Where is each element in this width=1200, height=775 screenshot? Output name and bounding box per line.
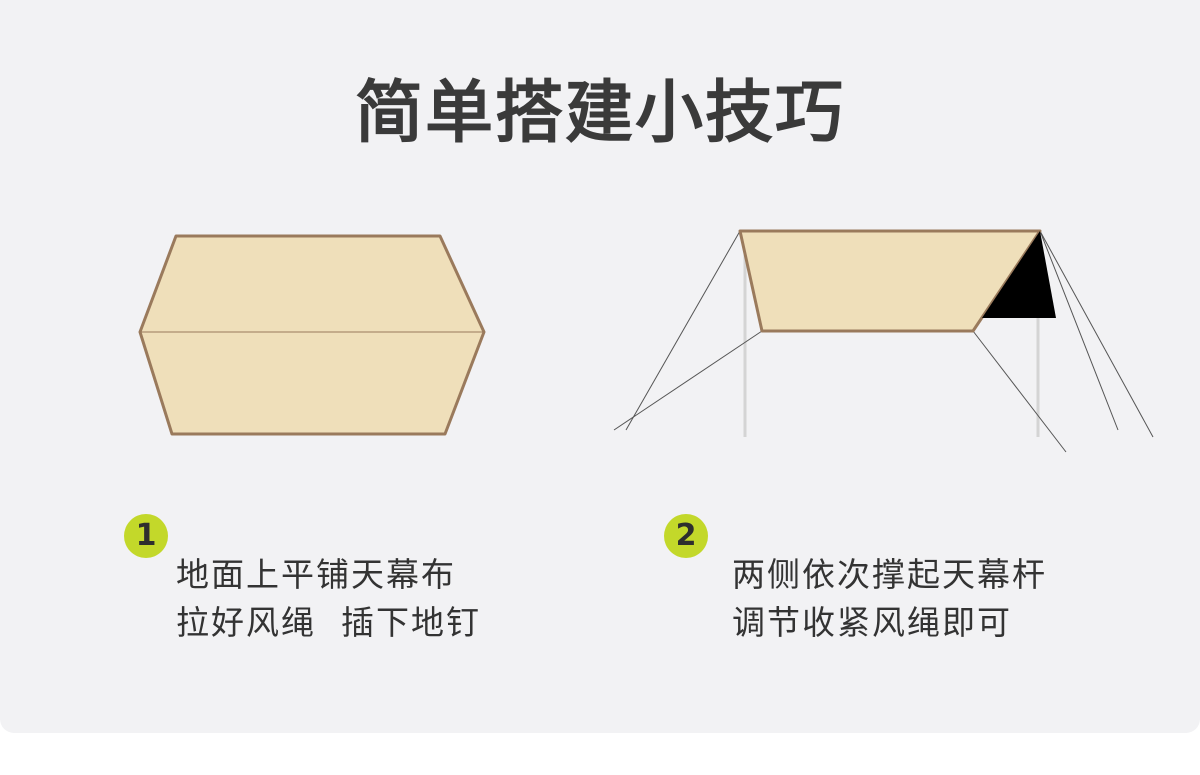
guy-rope: [1039, 230, 1154, 438]
guy-rope: [625, 230, 741, 431]
raised-tarp-illustration: [613, 229, 1154, 453]
step-1-line-1: 地面上平铺天幕布: [176, 555, 456, 594]
guy-rope: [613, 330, 763, 431]
step-2-line-1: 两侧依次撑起天幕杆: [732, 555, 1047, 594]
step-2-badge: 2: [664, 514, 708, 558]
page-title: 简单搭建小技巧: [354, 74, 845, 153]
step-2-line-2: 调节收紧风绳即可: [732, 603, 1012, 642]
raised-tarp-shadow: [982, 231, 1056, 318]
step-1-badge: 1: [124, 514, 168, 558]
raised-tarp-sheet: [738, 229, 1042, 333]
guy-rope: [972, 330, 1067, 453]
guy-rope: [1039, 230, 1119, 431]
step-1-line-2: 拉好风绳 插下地钉: [176, 603, 481, 642]
flat-tarp-sheet: [138, 234, 486, 436]
flat-tarp-illustration: [138, 234, 486, 436]
